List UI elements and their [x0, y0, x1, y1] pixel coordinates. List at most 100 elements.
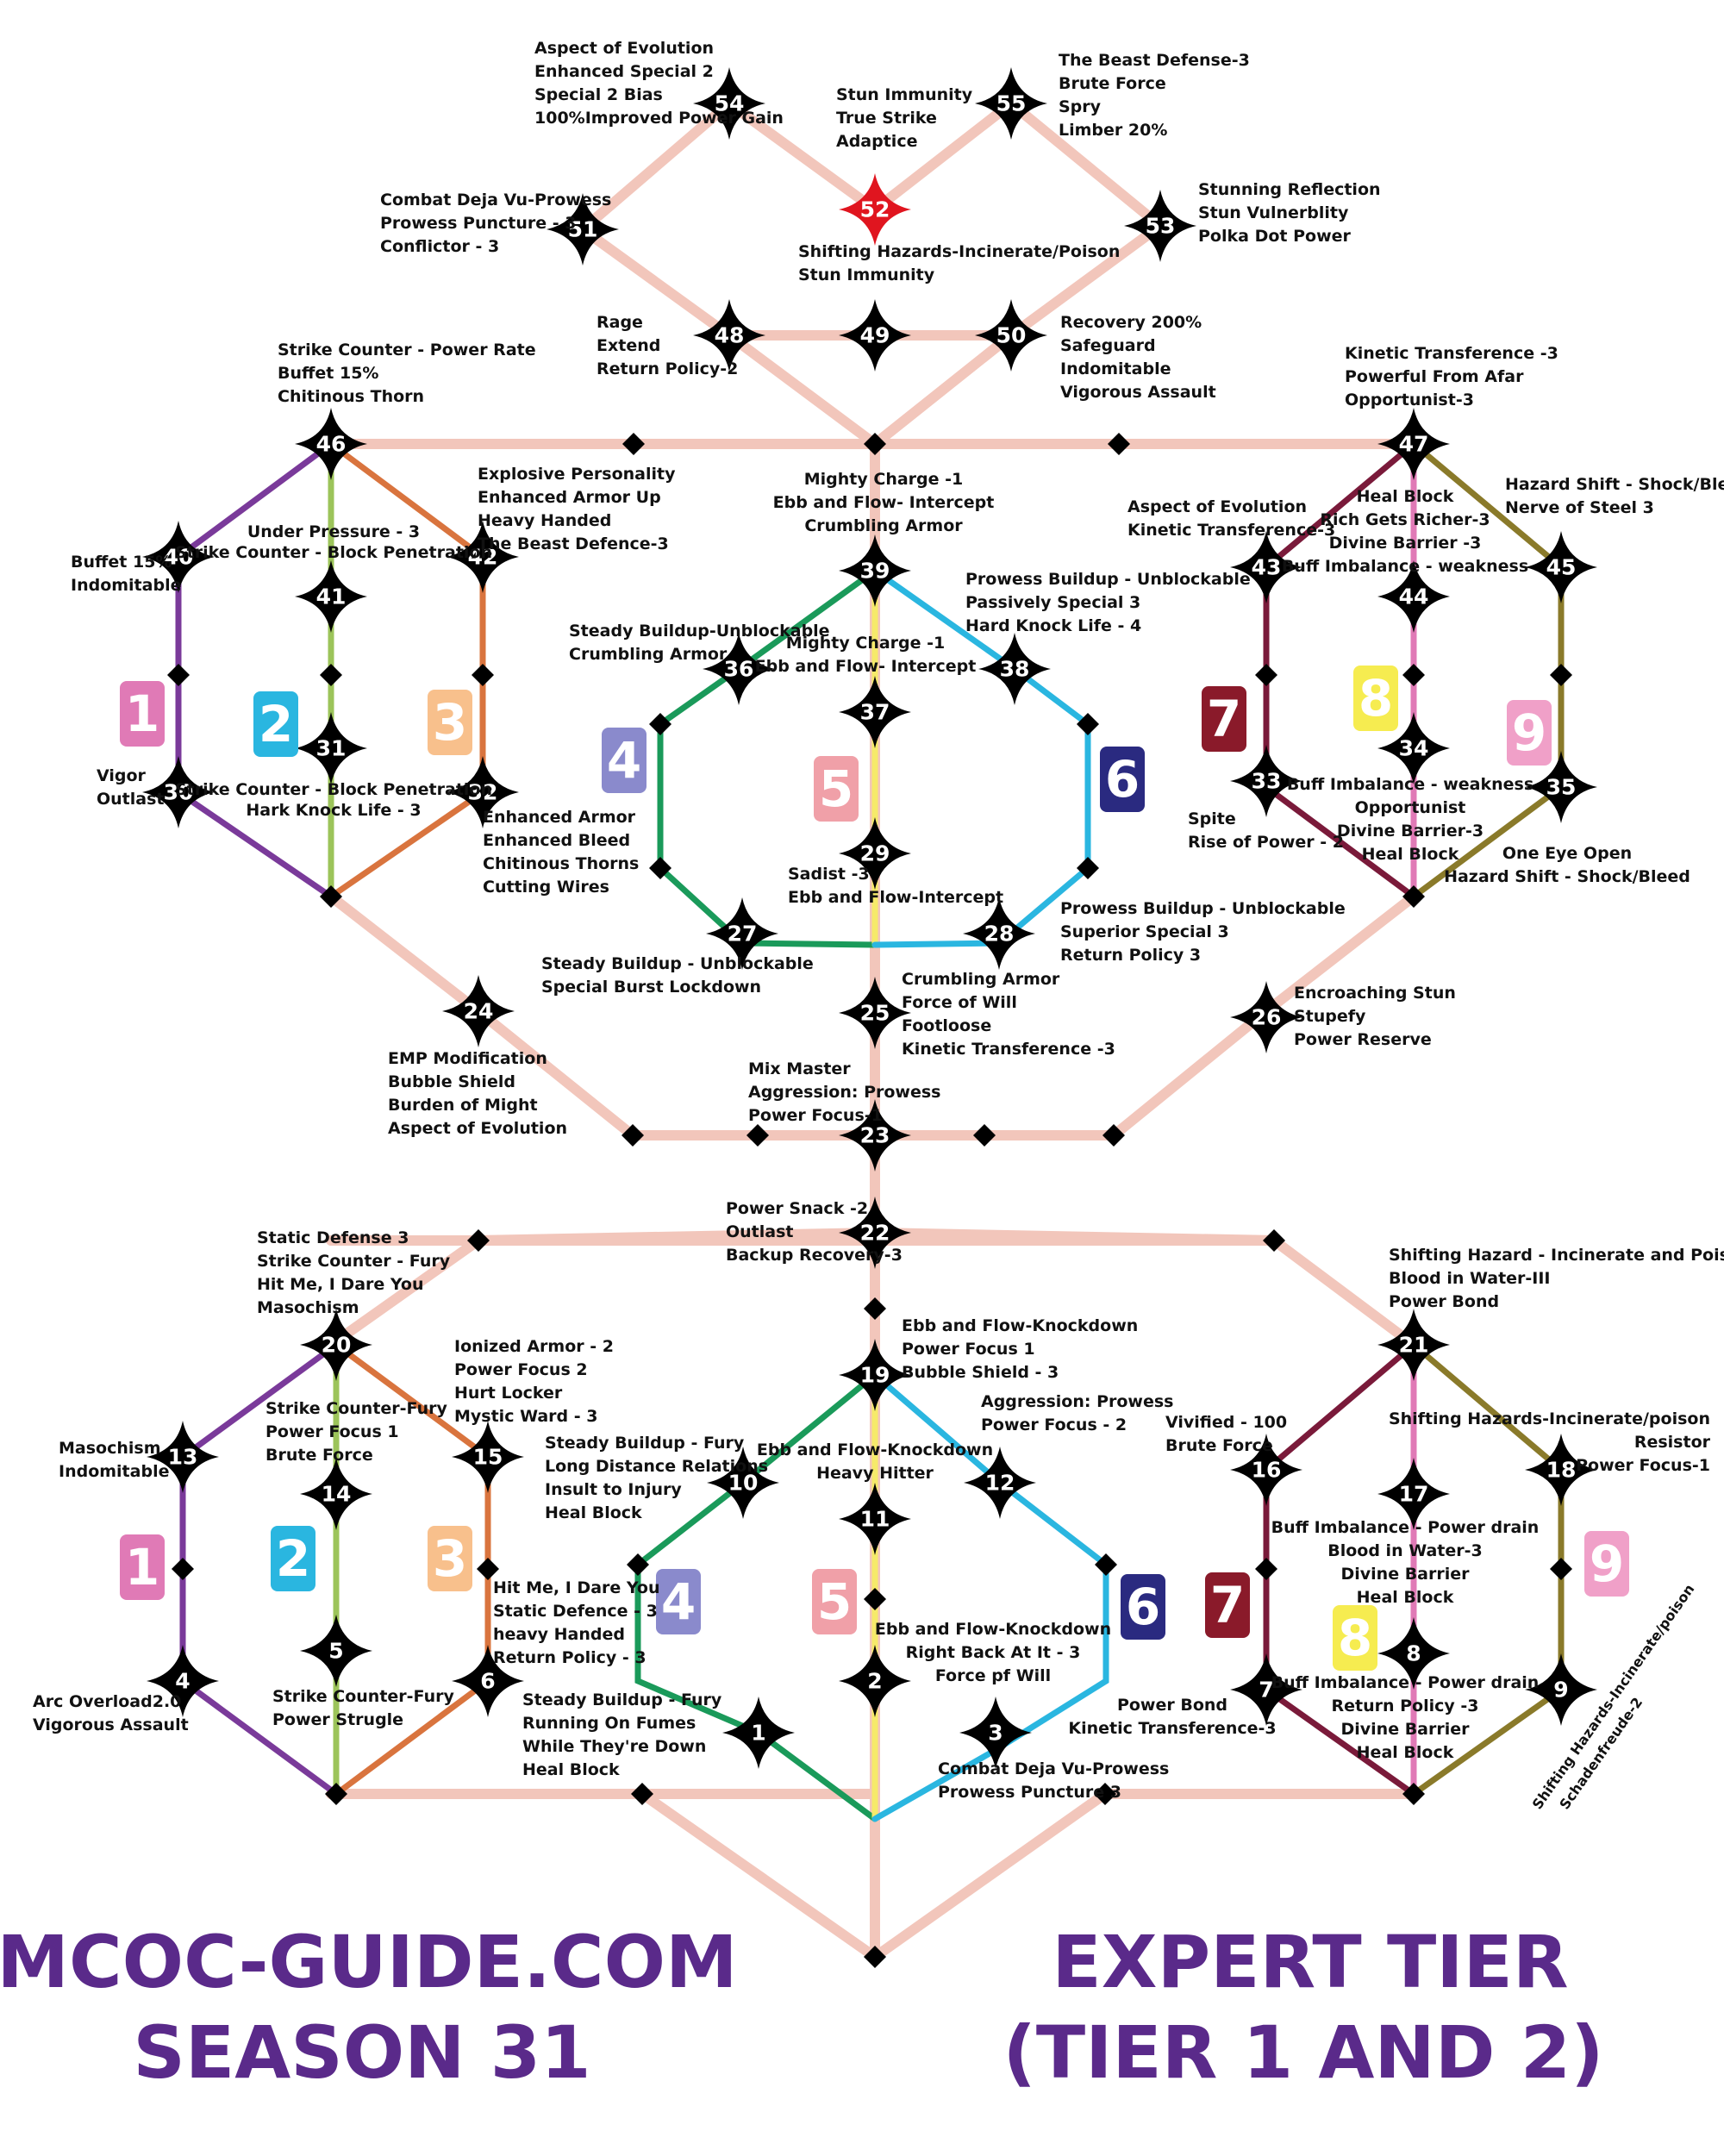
node-12[interactable]: 12	[964, 1447, 1036, 1519]
badge-box	[1333, 1605, 1377, 1671]
node-20[interactable]: 20	[300, 1309, 372, 1381]
node-34[interactable]: 34	[1377, 712, 1450, 784]
label-line: Strike Counter-Fury	[265, 1399, 447, 1418]
node-52[interactable]: 52	[839, 173, 911, 246]
node-39[interactable]: 39	[839, 534, 911, 607]
node-2[interactable]: 2	[839, 1645, 911, 1717]
node-16[interactable]: 16	[1230, 1434, 1302, 1506]
node-51[interactable]: 51	[547, 193, 619, 266]
junction-diamond	[1255, 664, 1277, 686]
node-45[interactable]: 45	[1525, 531, 1597, 603]
node-27[interactable]: 27	[706, 897, 778, 970]
node-9[interactable]: 9	[1525, 1653, 1597, 1726]
node-number: 17	[1399, 1482, 1429, 1507]
label-line: Spry	[1059, 97, 1102, 116]
node-number: 44	[1399, 584, 1429, 609]
node-50[interactable]: 50	[975, 299, 1047, 372]
node-6[interactable]: 6	[452, 1645, 524, 1717]
label-line: Return Policy 3	[1060, 946, 1201, 965]
label-line: Power Bond	[1389, 1292, 1499, 1311]
node-25[interactable]: 25	[839, 977, 911, 1049]
label-line: Power Focus-1	[1576, 1456, 1710, 1475]
label-line: Backup Recovery-3	[726, 1246, 903, 1265]
label-line: Adaptice	[836, 132, 917, 151]
node-37[interactable]: 37	[839, 676, 911, 748]
node-5[interactable]: 5	[300, 1615, 372, 1687]
node-42[interactable]: 42	[447, 521, 519, 593]
node-22[interactable]: 22	[839, 1197, 911, 1269]
label-line: Power Focus 2	[454, 1360, 588, 1379]
node-35[interactable]: 35	[1525, 751, 1597, 823]
label-line: Masochism	[59, 1439, 161, 1458]
badge-number: 1	[125, 1538, 159, 1597]
node-8[interactable]: 8	[1377, 1617, 1450, 1690]
node-4[interactable]: 4	[147, 1645, 219, 1717]
label-line: Heal Block	[1357, 487, 1454, 506]
node-number: 27	[728, 922, 758, 947]
badge-number: 5	[819, 759, 853, 818]
label-line: Ionized Armor - 2	[454, 1337, 614, 1356]
node-48[interactable]: 48	[693, 299, 765, 372]
label-line: Shifting Hazard - Incinerate and Poison	[1389, 1246, 1724, 1265]
node-26[interactable]: 26	[1230, 981, 1302, 1053]
label-line: Heal Block	[522, 1760, 620, 1779]
node-17[interactable]: 17	[1377, 1458, 1450, 1530]
node-31[interactable]: 31	[295, 712, 367, 784]
label-line: Superior Special 3	[1060, 922, 1229, 941]
node-1[interactable]: 1	[722, 1697, 795, 1769]
label-line: Return Policy - 3	[493, 1648, 646, 1667]
label-line: Aggression: Prowess	[981, 1392, 1174, 1411]
node-number: 14	[322, 1482, 352, 1507]
node-29[interactable]: 29	[839, 817, 911, 890]
node-13[interactable]: 13	[147, 1421, 219, 1493]
node-10[interactable]: 10	[707, 1447, 779, 1519]
node-47[interactable]: 47	[1377, 408, 1450, 480]
node-53[interactable]: 53	[1124, 190, 1196, 262]
node-38[interactable]: 38	[978, 633, 1051, 705]
node-number: 22	[860, 1221, 890, 1246]
node-43[interactable]: 43	[1230, 531, 1302, 603]
junction-diamond	[631, 1783, 653, 1805]
node-14[interactable]: 14	[300, 1458, 372, 1530]
badge-number: 4	[607, 731, 641, 790]
node-55[interactable]: 55	[975, 67, 1047, 140]
node-3[interactable]: 3	[959, 1697, 1032, 1769]
node-40[interactable]: 40	[142, 521, 215, 593]
path-badge-1: 1	[120, 681, 165, 747]
node-36[interactable]: 36	[703, 633, 775, 705]
label-line: Encroaching Stun	[1294, 984, 1456, 1003]
label-line: Force pf Will	[935, 1666, 1051, 1685]
node-28[interactable]: 28	[963, 897, 1035, 970]
node-49[interactable]: 49	[839, 299, 911, 372]
node-33[interactable]: 33	[1230, 745, 1302, 817]
label-line: Kinetic Transference -3	[902, 1040, 1115, 1059]
node-30[interactable]: 30	[142, 756, 215, 828]
node-41[interactable]: 41	[295, 560, 367, 633]
node-15[interactable]: 15	[452, 1421, 524, 1493]
label-line: Extend	[597, 336, 660, 355]
node-44[interactable]: 44	[1377, 560, 1450, 633]
node-18[interactable]: 18	[1525, 1434, 1597, 1506]
node-54[interactable]: 54	[693, 67, 765, 140]
path-badge-1: 1	[120, 1534, 165, 1600]
node-21[interactable]: 21	[1377, 1309, 1450, 1381]
node-23[interactable]: 23	[839, 1099, 911, 1172]
node-46[interactable]: 46	[295, 408, 367, 480]
node-24[interactable]: 24	[442, 975, 515, 1047]
node-32[interactable]: 32	[447, 756, 519, 828]
label-line: Strike Counter - Block Penetration	[175, 780, 492, 799]
label-line: Aspect of Evolution	[1127, 497, 1307, 516]
node-number: 24	[464, 999, 494, 1024]
label-n34: Buff Imbalance - weaknessOpportunistDivi…	[1287, 775, 1533, 864]
node-7[interactable]: 7	[1230, 1653, 1302, 1726]
node-number: 12	[985, 1471, 1015, 1496]
badge-number: 6	[1105, 750, 1140, 809]
node-19[interactable]: 19	[839, 1339, 911, 1411]
junction-diamond	[477, 1558, 499, 1580]
node-11[interactable]: 11	[839, 1483, 911, 1555]
